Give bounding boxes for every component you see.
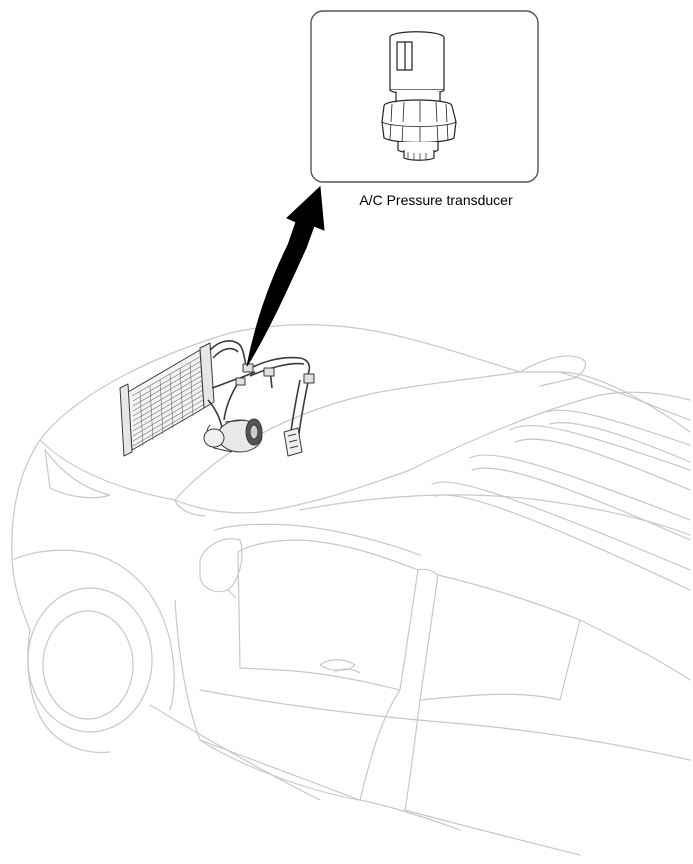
- door-handle-2: [334, 668, 361, 674]
- hood-crease: [174, 371, 521, 501]
- condenser: [119, 342, 215, 457]
- a-pillar: [214, 523, 421, 556]
- rear-door-line: [404, 809, 581, 856]
- rear-quarter: [579, 619, 691, 681]
- hex-body: [381, 99, 457, 144]
- expansion-valve-block: [283, 427, 303, 457]
- callout-arrow: [246, 185, 325, 367]
- hood-outline: [39, 324, 691, 441]
- front-window: [237, 539, 419, 691]
- mirror: [199, 538, 243, 593]
- door-handle: [319, 659, 356, 671]
- front-wheel: [27, 587, 153, 754]
- hood-inner-line: [174, 499, 206, 517]
- callout-label: A/C Pressure transducer: [359, 192, 513, 208]
- pressure-transducer-illustration: [381, 31, 457, 161]
- front-door: [174, 599, 401, 801]
- headlight: [44, 449, 111, 499]
- windshield-line-2: [559, 371, 691, 421]
- roof-rail: [519, 355, 587, 387]
- car-body-outline: [11, 324, 691, 856]
- rear-window: [419, 574, 581, 701]
- refrigerant-lines: [207, 340, 311, 443]
- line-fittings: [235, 363, 315, 386]
- fender-line: [11, 549, 175, 711]
- cowl-vents: [431, 409, 691, 591]
- door-lower-edge: [199, 739, 461, 831]
- windshield-line-1: [409, 391, 691, 471]
- mirror-stem: [227, 589, 237, 599]
- body-side-line: [199, 689, 691, 761]
- ac-system-components: [119, 340, 315, 457]
- hood-front-edge: [39, 439, 411, 514]
- rocker-line: [149, 704, 321, 801]
- compressor: [203, 418, 263, 453]
- b-pillar: [404, 568, 439, 811]
- front-fender: [11, 439, 41, 631]
